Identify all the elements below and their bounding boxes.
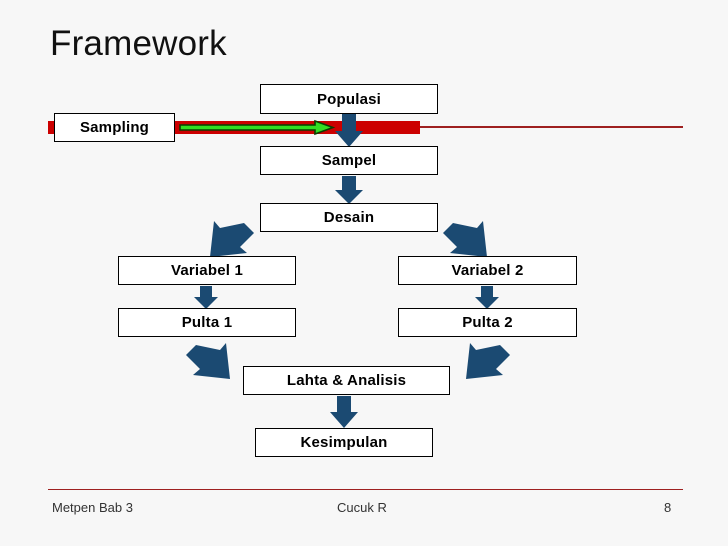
page-title: Framework	[50, 24, 227, 63]
flow-box-label: Lahta & Analisis	[286, 372, 407, 389]
flow-box-pulta-2[interactable]: Pulta 2	[398, 308, 577, 337]
flow-box-label: Pulta 2	[462, 314, 513, 331]
flow-box-label: Pulta 1	[181, 314, 233, 331]
flow-box-variabel-1[interactable]: Variabel 1	[118, 256, 296, 285]
flow-box-sampel[interactable]: Sampel	[260, 146, 438, 175]
flow-box-label: Sampel	[321, 152, 377, 169]
flow-box-variabel-2[interactable]: Variabel 2	[398, 256, 577, 285]
arrow-variabel-2-to-pulta-2	[475, 286, 499, 309]
flow-box-label: Variabel 1	[170, 262, 244, 279]
flow-box-label: Desain	[323, 209, 375, 226]
arrow-desain-to-variabel-1	[210, 221, 254, 257]
flow-box-pulta-1[interactable]: Pulta 1	[118, 308, 296, 337]
arrow-pulta-1-to-analisis	[186, 343, 230, 379]
footer-left-text: Metpen Bab 3	[52, 500, 133, 515]
flow-box-kesimpulan[interactable]: Kesimpulan	[255, 428, 433, 457]
arrow-pulta-2-to-analisis	[466, 343, 510, 379]
red-hairline-rule	[420, 126, 683, 128]
flow-box-label: Populasi	[316, 90, 382, 108]
arrow-analisis-to-kesimpulan	[330, 396, 358, 428]
flow-box-sampling[interactable]: Sampling	[54, 113, 175, 142]
arrow-sampel-to-desain	[335, 176, 363, 204]
flow-box-label: Variabel 2	[451, 262, 524, 279]
flow-box-label: Sampling	[79, 119, 150, 136]
flow-box-desain[interactable]: Desain	[260, 203, 438, 232]
flow-box-label: Kesimpulan	[300, 434, 388, 451]
footer-center-text: Cucuk R	[337, 500, 387, 515]
footer-page-number: 8	[664, 500, 672, 515]
arrow-variabel-1-to-pulta-1	[194, 286, 218, 309]
footer-divider	[48, 489, 683, 490]
flow-box-analisis[interactable]: Lahta & Analisis	[243, 366, 450, 395]
arrow-desain-to-variabel-2	[443, 221, 487, 257]
flow-box-populasi[interactable]: Populasi	[260, 84, 438, 114]
